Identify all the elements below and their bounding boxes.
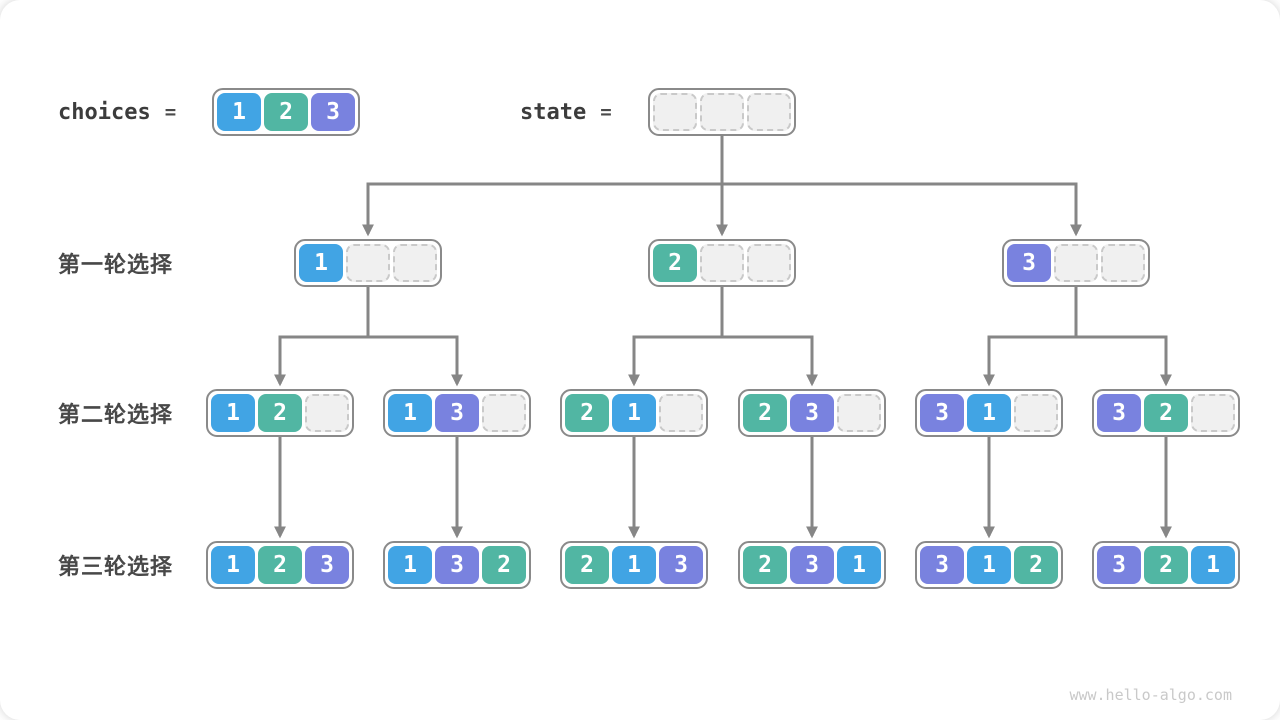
state-node-round1-1: 1 — [294, 239, 442, 287]
empty-cell — [1191, 394, 1235, 432]
empty-cell — [1054, 244, 1098, 282]
row-label-round-1: 第一轮选择 — [58, 252, 174, 277]
choices-label-group: choices = — [58, 88, 176, 136]
state-equals-sign: = — [600, 101, 612, 123]
choice-cell-1: 1 — [612, 546, 656, 584]
choice-cell-2: 2 — [1014, 546, 1058, 584]
choice-cell-1: 1 — [388, 394, 432, 432]
empty-cell — [305, 394, 349, 432]
choice-cell-3: 3 — [311, 93, 355, 131]
choice-cell-1: 1 — [1191, 546, 1235, 584]
choice-cell-2: 2 — [258, 546, 302, 584]
choice-cell-1: 1 — [217, 93, 261, 131]
choice-cell-3: 3 — [1007, 244, 1051, 282]
choice-cell-1: 1 — [612, 394, 656, 432]
choice-cell-1: 1 — [211, 394, 255, 432]
choice-cell-1: 1 — [837, 546, 881, 584]
empty-cell — [1101, 244, 1145, 282]
empty-cell — [747, 244, 791, 282]
choices-label: choices — [58, 99, 151, 125]
choice-cell-3: 3 — [435, 394, 479, 432]
empty-cell — [659, 394, 703, 432]
choice-cell-2: 2 — [258, 394, 302, 432]
choices-equals-sign: = — [164, 101, 177, 123]
choice-cell-3: 3 — [305, 546, 349, 584]
choice-cell-3: 3 — [1097, 546, 1141, 584]
choice-cell-2: 2 — [565, 546, 609, 584]
empty-cell — [653, 93, 697, 131]
choice-cell-3: 3 — [790, 394, 834, 432]
empty-cell — [700, 244, 744, 282]
empty-cell — [837, 394, 881, 432]
choice-cell-3: 3 — [435, 546, 479, 584]
empty-cell — [346, 244, 390, 282]
empty-cell — [393, 244, 437, 282]
state-box — [648, 88, 796, 136]
choice-cell-3: 3 — [920, 546, 964, 584]
choice-cell-1: 1 — [967, 394, 1011, 432]
choice-cell-2: 2 — [653, 244, 697, 282]
choice-cell-2: 2 — [1144, 394, 1188, 432]
choice-cell-2: 2 — [565, 394, 609, 432]
choice-cell-3: 3 — [920, 394, 964, 432]
row-label-round-3: 第三轮选择 — [58, 554, 174, 579]
choice-cell-1: 1 — [211, 546, 255, 584]
choice-cell-3: 3 — [659, 546, 703, 584]
choice-cell-2: 2 — [264, 93, 308, 131]
state-label: state — [520, 99, 587, 125]
choice-cell-1: 1 — [299, 244, 343, 282]
row-label-round-2: 第二轮选择 — [58, 402, 174, 427]
choice-cell-1: 1 — [388, 546, 432, 584]
choice-cell-2: 2 — [482, 546, 526, 584]
empty-cell — [747, 93, 791, 131]
choice-cell-1: 1 — [967, 546, 1011, 584]
state-node-round1-3: 3 — [1002, 239, 1150, 287]
empty-cell — [1014, 394, 1058, 432]
empty-cell — [482, 394, 526, 432]
choice-cell-3: 3 — [790, 546, 834, 584]
watermark: www.hello-algo.com — [1069, 686, 1232, 704]
choice-cell-2: 2 — [743, 546, 787, 584]
choice-cell-3: 3 — [1097, 394, 1141, 432]
choice-cell-2: 2 — [743, 394, 787, 432]
empty-cell — [700, 93, 744, 131]
state-label-group: state = — [520, 88, 612, 136]
choice-cell-2: 2 — [1144, 546, 1188, 584]
state-node-round1-2: 2 — [648, 239, 796, 287]
